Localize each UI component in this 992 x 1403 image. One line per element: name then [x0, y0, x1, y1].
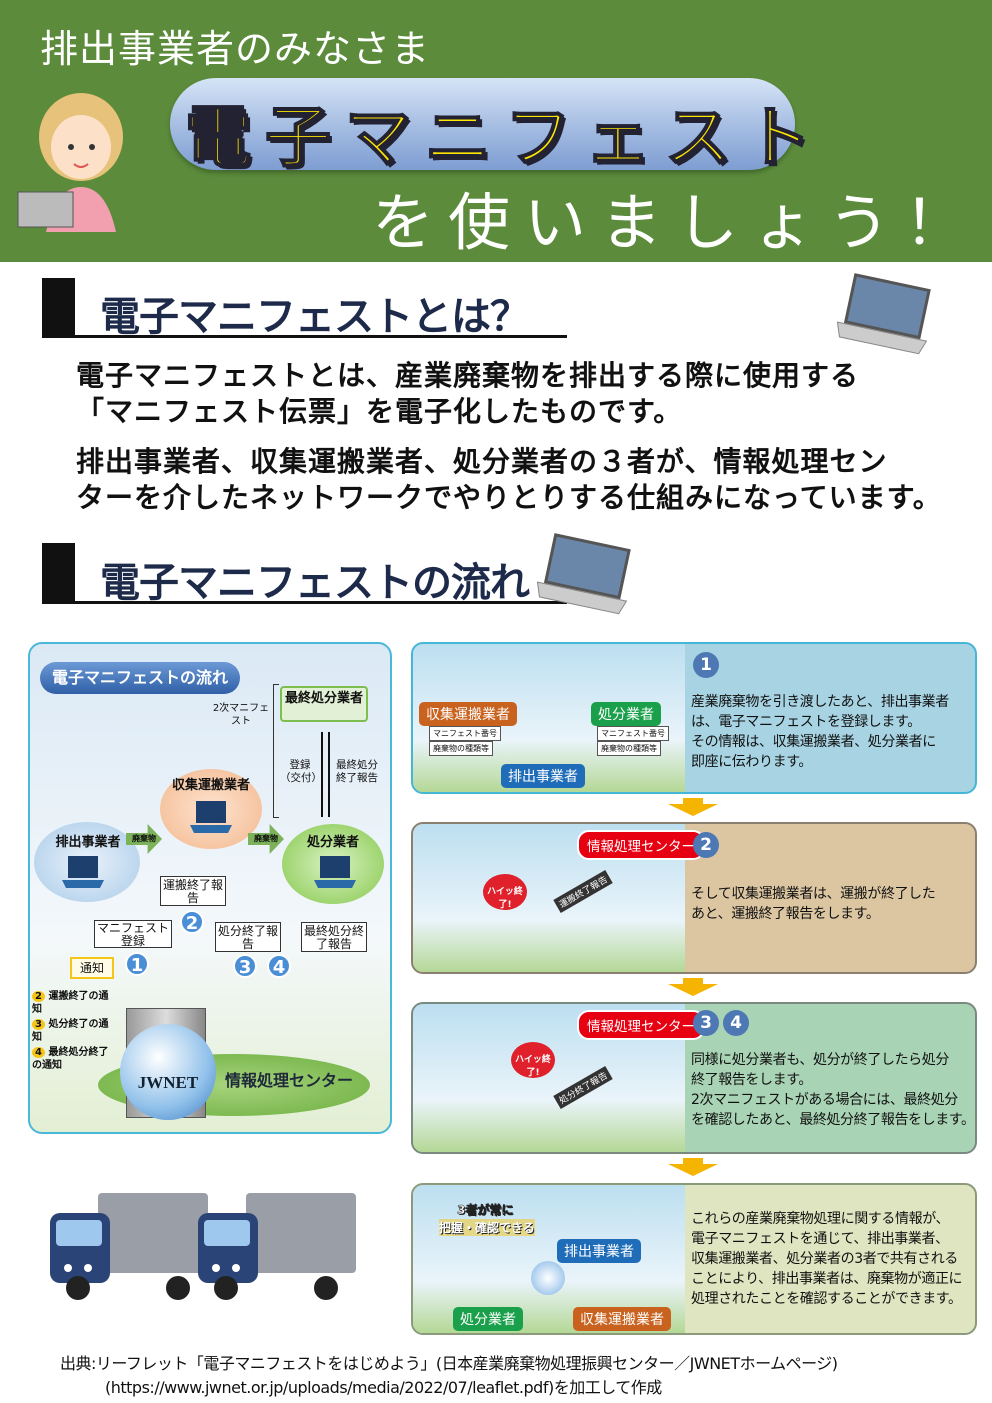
laptop-icon — [62, 856, 104, 888]
step-number: 2 — [693, 832, 723, 858]
intro-line-1: 電子マニフェストとは、産業廃棄物を排出する際に使用する — [76, 359, 860, 392]
note-text: 処分終了の通知 — [32, 1019, 109, 1043]
manifest-register-box: マニフェスト登録 — [94, 920, 172, 948]
summary-panel: 3者が常に 把握・確認できる 排出事業者 処分業者 収集運搬業者 これらの産業廃… — [411, 1183, 977, 1335]
laptop-icon — [314, 856, 356, 888]
note-text: 運搬終了の通知 — [32, 991, 109, 1015]
section-marker-thin — [71, 278, 75, 338]
jwnet-logo — [531, 1261, 565, 1295]
info-center-tag: 情報処理センター — [577, 1010, 705, 1040]
note-3: 3 処分終了の通知 — [32, 1019, 109, 1043]
laptop-icon — [190, 801, 232, 833]
disposal-report-box: 処分終了報告 — [215, 922, 281, 952]
step-4-marker: 4 — [267, 954, 291, 978]
intro-line-3: 排出事業者、収集運搬業者、処分業者の３者が、情報処理セン — [76, 445, 888, 478]
speech-bubble: ハイッ終了! — [511, 1042, 555, 1078]
discharger-tag: 排出事業者 — [501, 764, 585, 788]
step-1-panel: 収集運搬業者 マニフェスト番号 廃棄物の種類等 処分業者 マニフェスト番号 廃棄… — [411, 642, 977, 794]
disposer-label: 処分業者 — [306, 835, 359, 850]
tagline: を使いましょう！ — [372, 186, 981, 259]
collector-tag: 収集運搬業者 — [419, 702, 517, 726]
waste-type-tag: 廃棄物の種類等 — [597, 741, 661, 756]
step-1-badge: 1 — [693, 652, 719, 678]
jwnet-logo-text: JWNET — [137, 1073, 199, 1092]
down-arrow-icon — [668, 978, 718, 996]
jwnet-logo — [120, 1024, 216, 1120]
discharger-tag: 排出事業者 — [557, 1239, 641, 1263]
woman-with-laptop-illustration — [17, 93, 123, 232]
final-disposer-box: 最終処分業者 — [280, 686, 368, 722]
main-title: 電子マニフェスト — [184, 98, 825, 177]
caption-1: 3者が常に — [457, 1203, 514, 1218]
disposer-tag: 処分業者 — [453, 1307, 523, 1331]
summary-last-line: 処理されたことを確認することができます。 — [691, 1291, 962, 1307]
manifest-no-tag: マニフェスト番号 — [429, 726, 501, 741]
final-disposal-report-box: 最終処分終了報告 — [301, 922, 367, 952]
diagram-badge: 電子マニフェストの流れ — [40, 662, 240, 694]
down-arrow-icon — [668, 1158, 718, 1176]
step-2-panel: 情報処理センター ハイッ終了! 運搬終了報告 2 そして収集運搬業者は、運搬が終… — [411, 822, 977, 974]
section-marker-thin — [71, 543, 75, 603]
step-2-text: そして収集運搬業者は、運搬が終了したあと、運搬終了報告をします。 — [691, 886, 936, 922]
step-2-marker: 2 — [180, 910, 204, 934]
laptop-icon — [836, 273, 931, 355]
section1-heading: 電子マニフェストとは？ — [100, 294, 530, 340]
step-number: 1 — [693, 652, 723, 678]
register-label: 登録（交付） — [280, 759, 322, 784]
flow-diagram: 電子マニフェストの流れ 最終処分業者 2次マニフェスト 登録（交付） 最終処分終… — [28, 642, 392, 1134]
step-1-text: 産業廃棄物を引き渡したあと、排出事業者は、電子マニフェストを登録します。その情報… — [691, 694, 949, 770]
secondary-manifest-label: 2次マニフェスト — [212, 703, 270, 727]
step-1-marker: 1 — [125, 952, 149, 976]
final-report-label: 最終処分終了報告 — [336, 759, 378, 784]
brace — [273, 684, 279, 818]
header-subtitle: 排出事業者のみなさま — [40, 27, 431, 71]
disposer-tag: 処分業者 — [591, 702, 661, 726]
summary-text: これらの産業廃棄物処理に関する情報が、電子マニフェストを通じて、排出事業者、収集… — [691, 1211, 963, 1307]
note-2: 2 運搬終了の通知 — [32, 991, 109, 1015]
arrow-down — [328, 732, 330, 817]
intro-line-2: 「マニフェスト伝票」を電子化したものです。 — [76, 395, 683, 428]
manifest-no-tag: マニフェスト番号 — [597, 726, 669, 741]
step-3-marker: 3 — [233, 954, 257, 978]
collector-tag: 収集運搬業者 — [573, 1307, 671, 1331]
arrow-up — [321, 732, 323, 817]
notify-label: 通知 — [70, 957, 114, 979]
step-3-badge: 3 — [693, 1010, 719, 1036]
step-4-badge: 4 — [723, 1010, 749, 1036]
section2-underline — [42, 601, 567, 604]
transport-report-box: 運搬終了報告 — [160, 876, 226, 906]
source-url-note: (https://www.jwnet.or.jp/uploads/media/2… — [105, 1378, 662, 1397]
speech-bubble: ハイッ終了! — [483, 874, 527, 910]
note-text: 最終処分終了の通知 — [32, 1047, 109, 1071]
section2-heading: 電子マニフェストの流れ — [100, 560, 530, 606]
down-arrow-icon — [668, 798, 718, 816]
discharger-label: 排出事業者 — [55, 835, 121, 850]
garbage-trucks-illustration — [50, 1193, 356, 1300]
source-citation: 出典:リーフレット「電子マニフェストをはじめよう」(日本産業廃棄物処理振興センタ… — [60, 1354, 838, 1373]
collector-label: 収集運搬業者 — [171, 778, 250, 793]
title-pill — [170, 78, 795, 170]
note-4: 4 最終処分終了の通知 — [32, 1047, 109, 1071]
caption-2: 把握・確認できる — [439, 1219, 535, 1236]
laptop-icon — [536, 533, 631, 615]
section1-underline — [42, 335, 567, 338]
info-center-tag: 情報処理センター — [577, 830, 705, 860]
center-label: 情報処理センター — [224, 1071, 353, 1090]
waste-type-tag: 廃棄物の種類等 — [429, 741, 493, 756]
intro-line-4: ターを介したネットワークでやりとりする仕組みになっています。 — [76, 481, 942, 514]
step-3-4-text: 同様に処分業者も、処分が終了したら処分終了報告をします。2次マニフェストがある場… — [691, 1052, 975, 1128]
step-2-badge: 2 — [693, 832, 719, 858]
